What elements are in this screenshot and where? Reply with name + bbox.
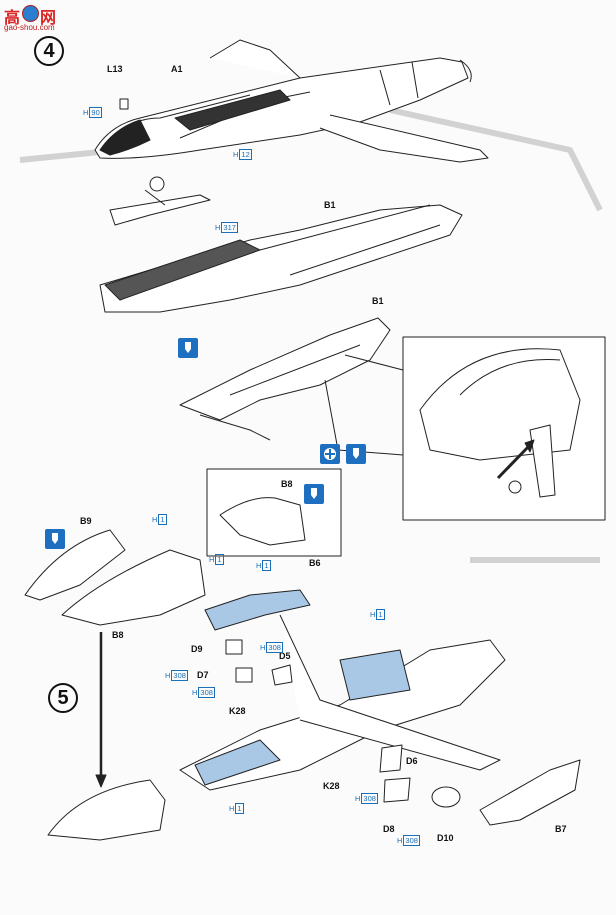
paint-callout-code: 12 — [239, 149, 252, 160]
part-label-d8: D8 — [383, 824, 395, 834]
part-label-d9: D9 — [191, 644, 203, 654]
part-label-b7: B7 — [555, 824, 567, 834]
part-d8 — [383, 777, 411, 803]
paint-callout-prefix: H — [215, 223, 221, 232]
paint-callout-code: 308 — [266, 642, 283, 653]
part-label-k28-b: K28 — [323, 781, 340, 791]
cockpit-tub — [109, 176, 211, 226]
b8-inset — [206, 468, 342, 557]
part-d6 — [379, 744, 403, 773]
part-d10 — [431, 786, 461, 808]
paint-callout-prefix: H — [370, 610, 376, 619]
part-label-b9: B9 — [80, 516, 92, 526]
main-fuselage-step5 — [179, 589, 581, 826]
watermark-char-1: 高 — [4, 8, 21, 27]
part-d9 — [225, 639, 243, 655]
part-label-b1-mid: B1 — [372, 296, 384, 306]
b1-side-part — [179, 317, 391, 441]
paint-callout-prefix: H — [165, 671, 171, 680]
watermark-url: gao-shou.com — [4, 23, 55, 32]
paint-callout-prefix: H — [256, 561, 262, 570]
paint-callout-code: 1 — [235, 803, 244, 814]
step-number-5: 5 — [48, 683, 78, 713]
part-label-b8-inset: B8 — [281, 479, 293, 489]
paint-callout-code: 90 — [89, 107, 102, 118]
paint-callout-prefix: H — [229, 804, 235, 813]
paint-callout-prefix: H — [83, 108, 89, 117]
part-label-b6: B6 — [309, 558, 321, 568]
paint-callout-prefix: H — [397, 836, 403, 845]
cement-glue-icon — [346, 444, 366, 464]
assembled-nose — [47, 779, 166, 841]
paint-callout-code: 1 — [158, 514, 167, 525]
cement-glue-icon — [45, 529, 65, 549]
part-label-b1-top: B1 — [324, 200, 336, 210]
part-label-l13: L13 — [107, 64, 123, 74]
paint-callout-prefix: H — [152, 515, 158, 524]
lower-fuselage-b1 — [99, 204, 463, 313]
part-d7 — [235, 667, 253, 683]
paint-callout-code: 317 — [221, 222, 238, 233]
step-number-4: 4 — [34, 36, 64, 66]
paint-callout-code: 1 — [262, 560, 271, 571]
paint-callout-code: 308 — [198, 687, 215, 698]
detail-inset — [402, 336, 606, 521]
paint-callout-prefix: H — [260, 643, 266, 652]
paint-callout-code: 1 — [376, 609, 385, 620]
watermark-char-2: 网 — [40, 8, 57, 27]
part-label-b8-lower: B8 — [112, 630, 124, 640]
paint-callout-prefix: H — [355, 794, 361, 803]
part-label-d7: D7 — [197, 670, 209, 680]
paint-callout-code: 308 — [361, 793, 378, 804]
paint-callout-code: 1 — [215, 554, 224, 565]
site-watermark-logo: 高 网 gao-shou.com — [2, 4, 88, 34]
paint-callout-code: 308 — [403, 835, 420, 846]
part-label-a1: A1 — [171, 64, 183, 74]
part-label-d10: D10 — [437, 833, 454, 843]
cement-glue-icon — [178, 338, 198, 358]
globe-icon — [22, 5, 39, 22]
part-label-d5: D5 — [279, 651, 291, 661]
paint-callout-code: 308 — [171, 670, 188, 681]
cement-glue-icon — [304, 484, 324, 504]
upper-fuselage-a1 — [94, 39, 489, 163]
paint-callout-prefix: H — [192, 688, 198, 697]
drill-hole-icon — [320, 444, 340, 464]
part-d5 — [271, 664, 293, 686]
paint-callout-prefix: H — [233, 150, 239, 159]
paint-callout-prefix: H — [209, 555, 215, 564]
part-label-k28-a: K28 — [229, 706, 246, 716]
part-label-d6: D6 — [406, 756, 418, 766]
nose-halves — [24, 529, 206, 626]
